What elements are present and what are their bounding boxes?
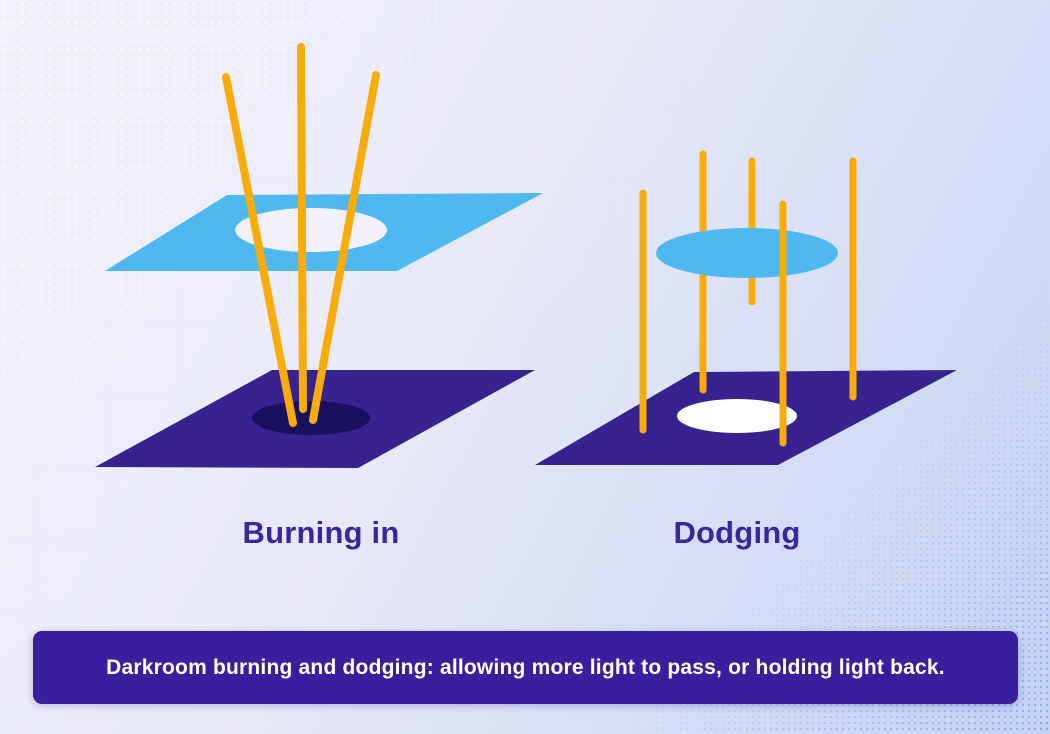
burning-light-ray-left [222, 73, 297, 427]
diagram-scene [95, 43, 957, 468]
burning-light-ray-middle [297, 43, 307, 413]
caption-text: Darkroom burning and dodging: allowing m… [106, 655, 945, 679]
burning-in-label: Burning in [242, 515, 400, 550]
dodged-area-ellipse [677, 399, 797, 433]
burning-light-ray-right [309, 71, 380, 424]
burning-in-diagram [95, 43, 543, 468]
caption-banner: Darkroom burning and dodging: allowing m… [33, 631, 1018, 704]
dodging-tool [656, 228, 838, 278]
dodging-label: Dodging [673, 515, 801, 550]
dodging-diagram [535, 150, 957, 465]
